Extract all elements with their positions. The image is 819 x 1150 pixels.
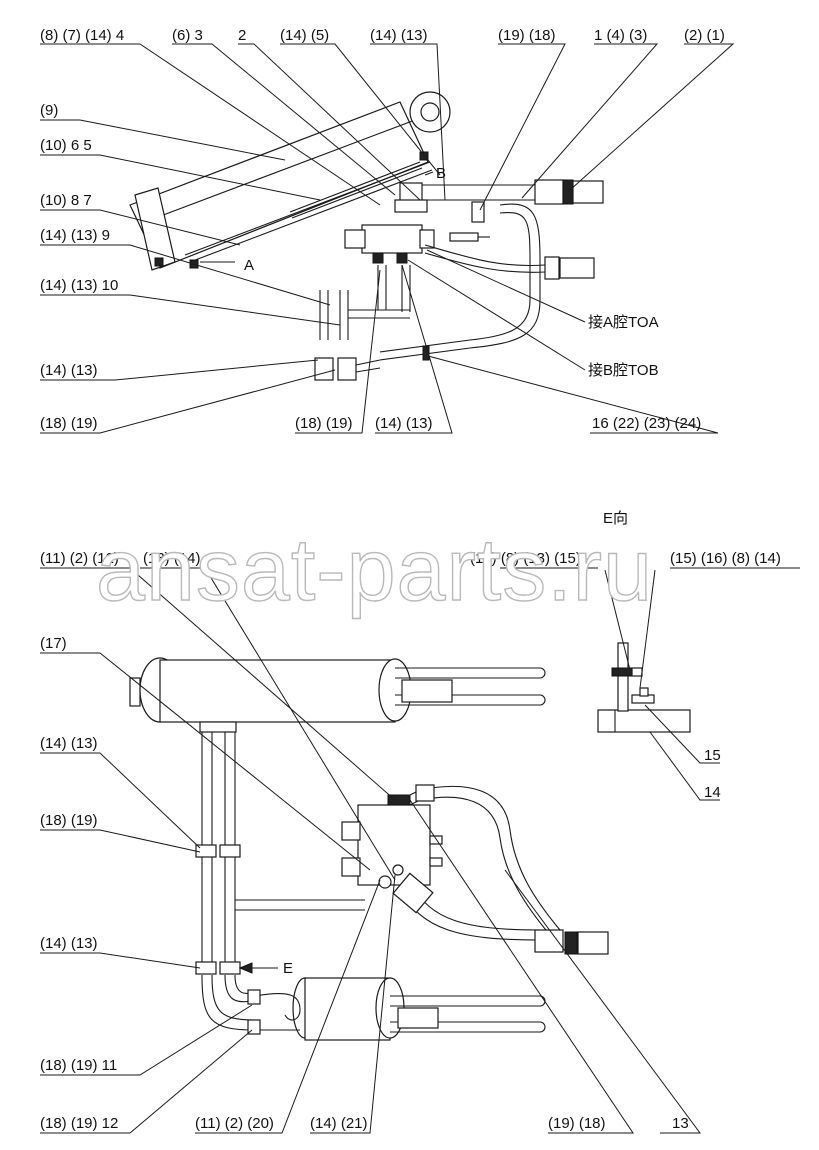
label-15-16-8-14: (15) (16) (8) (14): [670, 550, 781, 567]
label-14-13-10: (14) (13) 10: [40, 277, 118, 294]
label-19-18-b: (19) (18): [548, 1115, 606, 1132]
label-8-7-14-4: (8) (7) (14) 4: [40, 27, 124, 44]
label-18-19-b1: (18) (19): [40, 812, 98, 829]
label-6-3: (6) 3: [172, 27, 203, 44]
label-arrow-e: E: [283, 960, 293, 977]
label-port-a: 接A腔TOA: [588, 314, 659, 331]
top-view-drawing: [129, 91, 604, 381]
label-point-b: B: [436, 165, 446, 182]
top-view-leaders: [40, 43, 735, 434]
label-10-6-5: (10) 6 5: [40, 137, 92, 154]
label-14-13-left: (14) (13): [40, 362, 98, 379]
detail-e-title: E向: [603, 510, 628, 527]
detail-e-labels: E向 (14) (8) (13) (15) (15) (16) (8) (14)…: [470, 510, 781, 801]
label-13: 13: [672, 1115, 689, 1132]
label-port-b: 接B腔TOB: [588, 362, 659, 379]
label-point-a: A: [244, 257, 254, 274]
label-10-8-7: (10) 8 7: [40, 192, 92, 209]
label-14-13-mid: (14) (13): [375, 415, 433, 432]
label-1-4-3: 1 (4) (3): [594, 27, 647, 44]
bottom-view-leaders: [40, 567, 701, 1134]
label-17: (17): [40, 635, 67, 652]
label-14-13-b2: (14) (13): [40, 935, 98, 952]
label-18-19-12: (18) (19) 12: [40, 1115, 118, 1132]
label-15: 15: [704, 747, 721, 764]
label-2: 2: [238, 27, 246, 44]
label-13-14: (13) (14): [143, 550, 201, 567]
label-14-5: (14) (5): [280, 27, 329, 44]
bottom-view-labels: (11) (2) (12) (13) (14) (17) (14) (13) (…: [40, 550, 689, 1132]
label-14: 14: [704, 784, 721, 801]
label-14-13-top: (14) (13): [370, 27, 428, 44]
label-2-1: (2) (1): [684, 27, 725, 44]
label-11-2-12: (11) (2) (12): [40, 550, 119, 567]
label-18-19-left: (18) (19): [40, 415, 98, 432]
watermark: ansat-parts.ru: [96, 520, 653, 619]
label-16-22-23-24: 16 (22) (23) (24): [592, 415, 701, 432]
label-18-19-mid: (18) (19): [295, 415, 353, 432]
label-14-8-13-15: (14) (8) (13) (15): [470, 550, 581, 567]
label-14-13-9: (14) (13) 9: [40, 227, 110, 244]
label-14-13-b1: (14) (13): [40, 735, 98, 752]
label-11-2-20: (11) (2) (20): [195, 1115, 274, 1132]
label-14-21: (14) (21): [310, 1115, 368, 1132]
label-18-19-11: (18) (19) 11: [40, 1057, 117, 1074]
label-9: (9): [40, 102, 58, 119]
top-view-labels: (8) (7) (14) 4 (6) 3 2 (14) (5) (14) (13…: [40, 27, 725, 432]
bottom-view-drawing: [129, 657, 609, 1041]
detail-e-drawing: [500, 567, 800, 801]
label-19-18-top: (19) (18): [498, 27, 556, 44]
